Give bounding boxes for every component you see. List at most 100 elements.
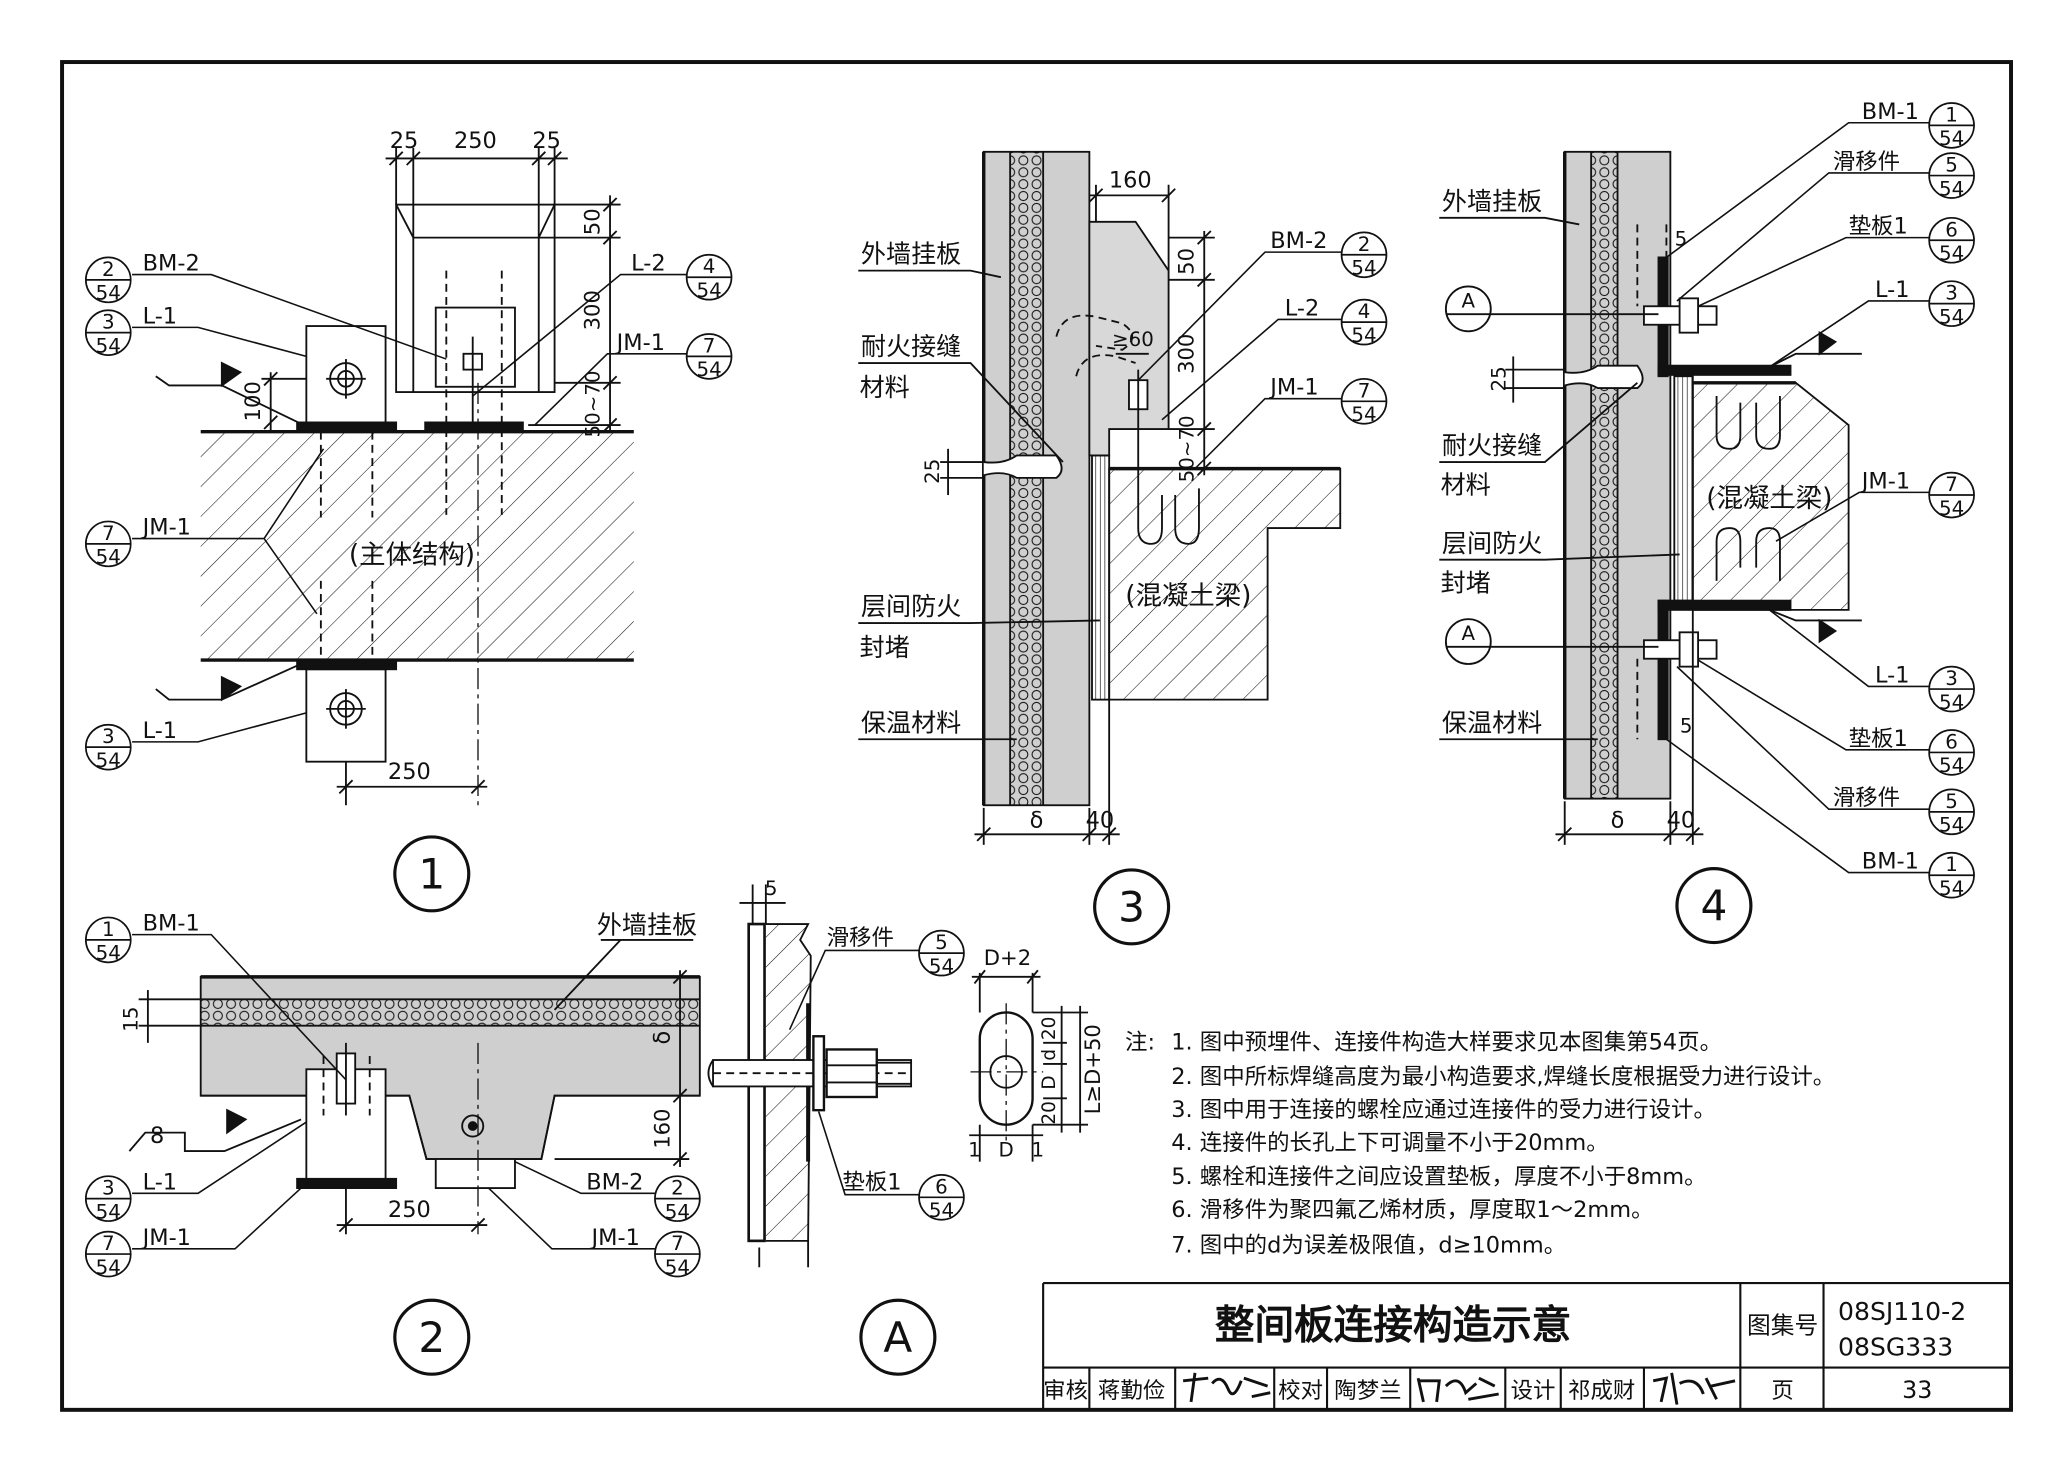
leader-line (1665, 121, 1930, 259)
callout-page-number: 54 (929, 1199, 954, 1222)
callout-label: L-2 (1285, 296, 1319, 322)
wall-panel-label: 外墙挂板 (597, 910, 697, 939)
callout-page-number: 54 (1939, 242, 1964, 265)
callout-page-number: 54 (96, 942, 121, 965)
leader-line (1137, 251, 1342, 381)
dimension-label: 300 (579, 290, 604, 330)
dimension-label: 20 (1039, 1017, 1060, 1041)
callout-page-number: 54 (696, 279, 721, 302)
dimension-label: 160 (649, 1109, 674, 1149)
callout-detail-number: 7 (1358, 379, 1371, 402)
dimension-label: ≥60 (1112, 328, 1154, 351)
leader-line (788, 949, 920, 1030)
insulation-label: 保温材料 (1442, 708, 1542, 737)
dimension-label: 50 (579, 208, 604, 235)
dimension-label: 50 (1174, 248, 1199, 275)
page-label: 页 (1771, 1378, 1793, 1404)
callout-label: 垫板1 (1849, 214, 1908, 240)
main-structure-label: (主体结构) (349, 540, 475, 571)
detail-3-drawing (858, 150, 1342, 946)
callout-label: BM-1 (1862, 849, 1919, 875)
fire-joint-label: 耐火接缝 (861, 332, 961, 361)
leader-line (1768, 609, 1930, 688)
insulation-label: 保温材料 (861, 708, 961, 737)
callout-detail-number: 7 (1945, 473, 1958, 496)
wall-panel-label: 外墙挂板 (861, 240, 961, 269)
design-label: 设计 (1511, 1378, 1556, 1404)
dimension-label: 250 (388, 1197, 431, 1223)
designer-signature (1652, 1372, 1736, 1405)
note-item: 2. 图中所标焊缝高度为最小构造要求,焊缝长度根据受力进行设计。 (1171, 1064, 1835, 1090)
callout-detail-number: 7 (703, 334, 716, 357)
fire-joint-label: 材料 (1441, 471, 1491, 500)
callout-detail-number: 7 (102, 522, 115, 545)
note-item: 5. 螺栓和连接件之间应设置垫板，厚度不小于8mm。 (1171, 1164, 1706, 1190)
section-marker-a: A (1462, 290, 1476, 313)
callout-detail-number: 2 (671, 1177, 684, 1200)
atlas-number-2: 08SG333 (1838, 1333, 1953, 1362)
detail-4-drawing (1439, 150, 1862, 945)
leader-line (132, 712, 307, 743)
callout-page-number: 54 (96, 334, 121, 357)
dimension-label: 25 (1487, 366, 1510, 391)
dimension-label: δ (649, 1031, 675, 1045)
callout-detail-number: 3 (102, 725, 115, 748)
callout-label: BM-1 (1862, 99, 1919, 125)
dimension-label: 50~70 (1176, 415, 1199, 482)
detail-a-drawing (707, 884, 1089, 1376)
leader-line (1676, 666, 1930, 810)
leader-line (1676, 172, 1930, 302)
callout-page-number: 54 (96, 1256, 121, 1279)
callout-label: L-1 (143, 718, 177, 744)
note-item: 4. 连接件的长孔上下可调量不小于20mm。 (1171, 1130, 1608, 1156)
callout-page-number: 54 (1939, 497, 1964, 520)
callout-detail-number: 5 (1945, 790, 1958, 813)
callout-detail-number: 7 (671, 1232, 684, 1255)
concrete-beam-label: (混凝土梁) (1125, 581, 1251, 612)
callout-page-number: 54 (1939, 754, 1964, 777)
notes-label: 注: (1125, 1029, 1155, 1055)
leader-line (488, 1187, 655, 1250)
callout-label: L-1 (143, 303, 177, 329)
leader-line (132, 326, 307, 358)
callout-label: JM-1 (1860, 468, 1910, 494)
dimension-label: 5 (765, 877, 778, 900)
section-marker-a: A (1462, 622, 1476, 645)
dimension-label: D (999, 1138, 1014, 1161)
callout-page-number: 54 (1939, 691, 1964, 714)
callout-page-number: 54 (1939, 305, 1964, 328)
dimension-label: L≥D+50 (1080, 1024, 1105, 1114)
leader-line (132, 1187, 302, 1250)
callout-label: 滑移件 (1833, 785, 1900, 811)
leader-line (1768, 300, 1930, 368)
firestop-label: 封堵 (860, 633, 910, 662)
callout-page-number: 54 (1939, 814, 1964, 837)
dimension-label: 5 (1680, 715, 1693, 738)
leader-line (817, 1111, 920, 1196)
callout-detail-number: 1 (1945, 853, 1958, 876)
callout-detail-number: 3 (1945, 282, 1958, 305)
firestop-label: 封堵 (1441, 568, 1491, 597)
callout-label: 滑移件 (1833, 149, 1900, 175)
dimension-label: 25 (532, 128, 561, 154)
callout-label: BM-2 (1270, 228, 1327, 254)
callout-label: BM-2 (586, 1169, 643, 1195)
detail-1-drawing (155, 147, 634, 913)
callout-detail-number: 1 (102, 918, 115, 941)
checker-name: 陶梦兰 (1334, 1378, 1401, 1404)
checker-signature (1416, 1376, 1499, 1403)
dimension-label: δ (1611, 808, 1625, 834)
